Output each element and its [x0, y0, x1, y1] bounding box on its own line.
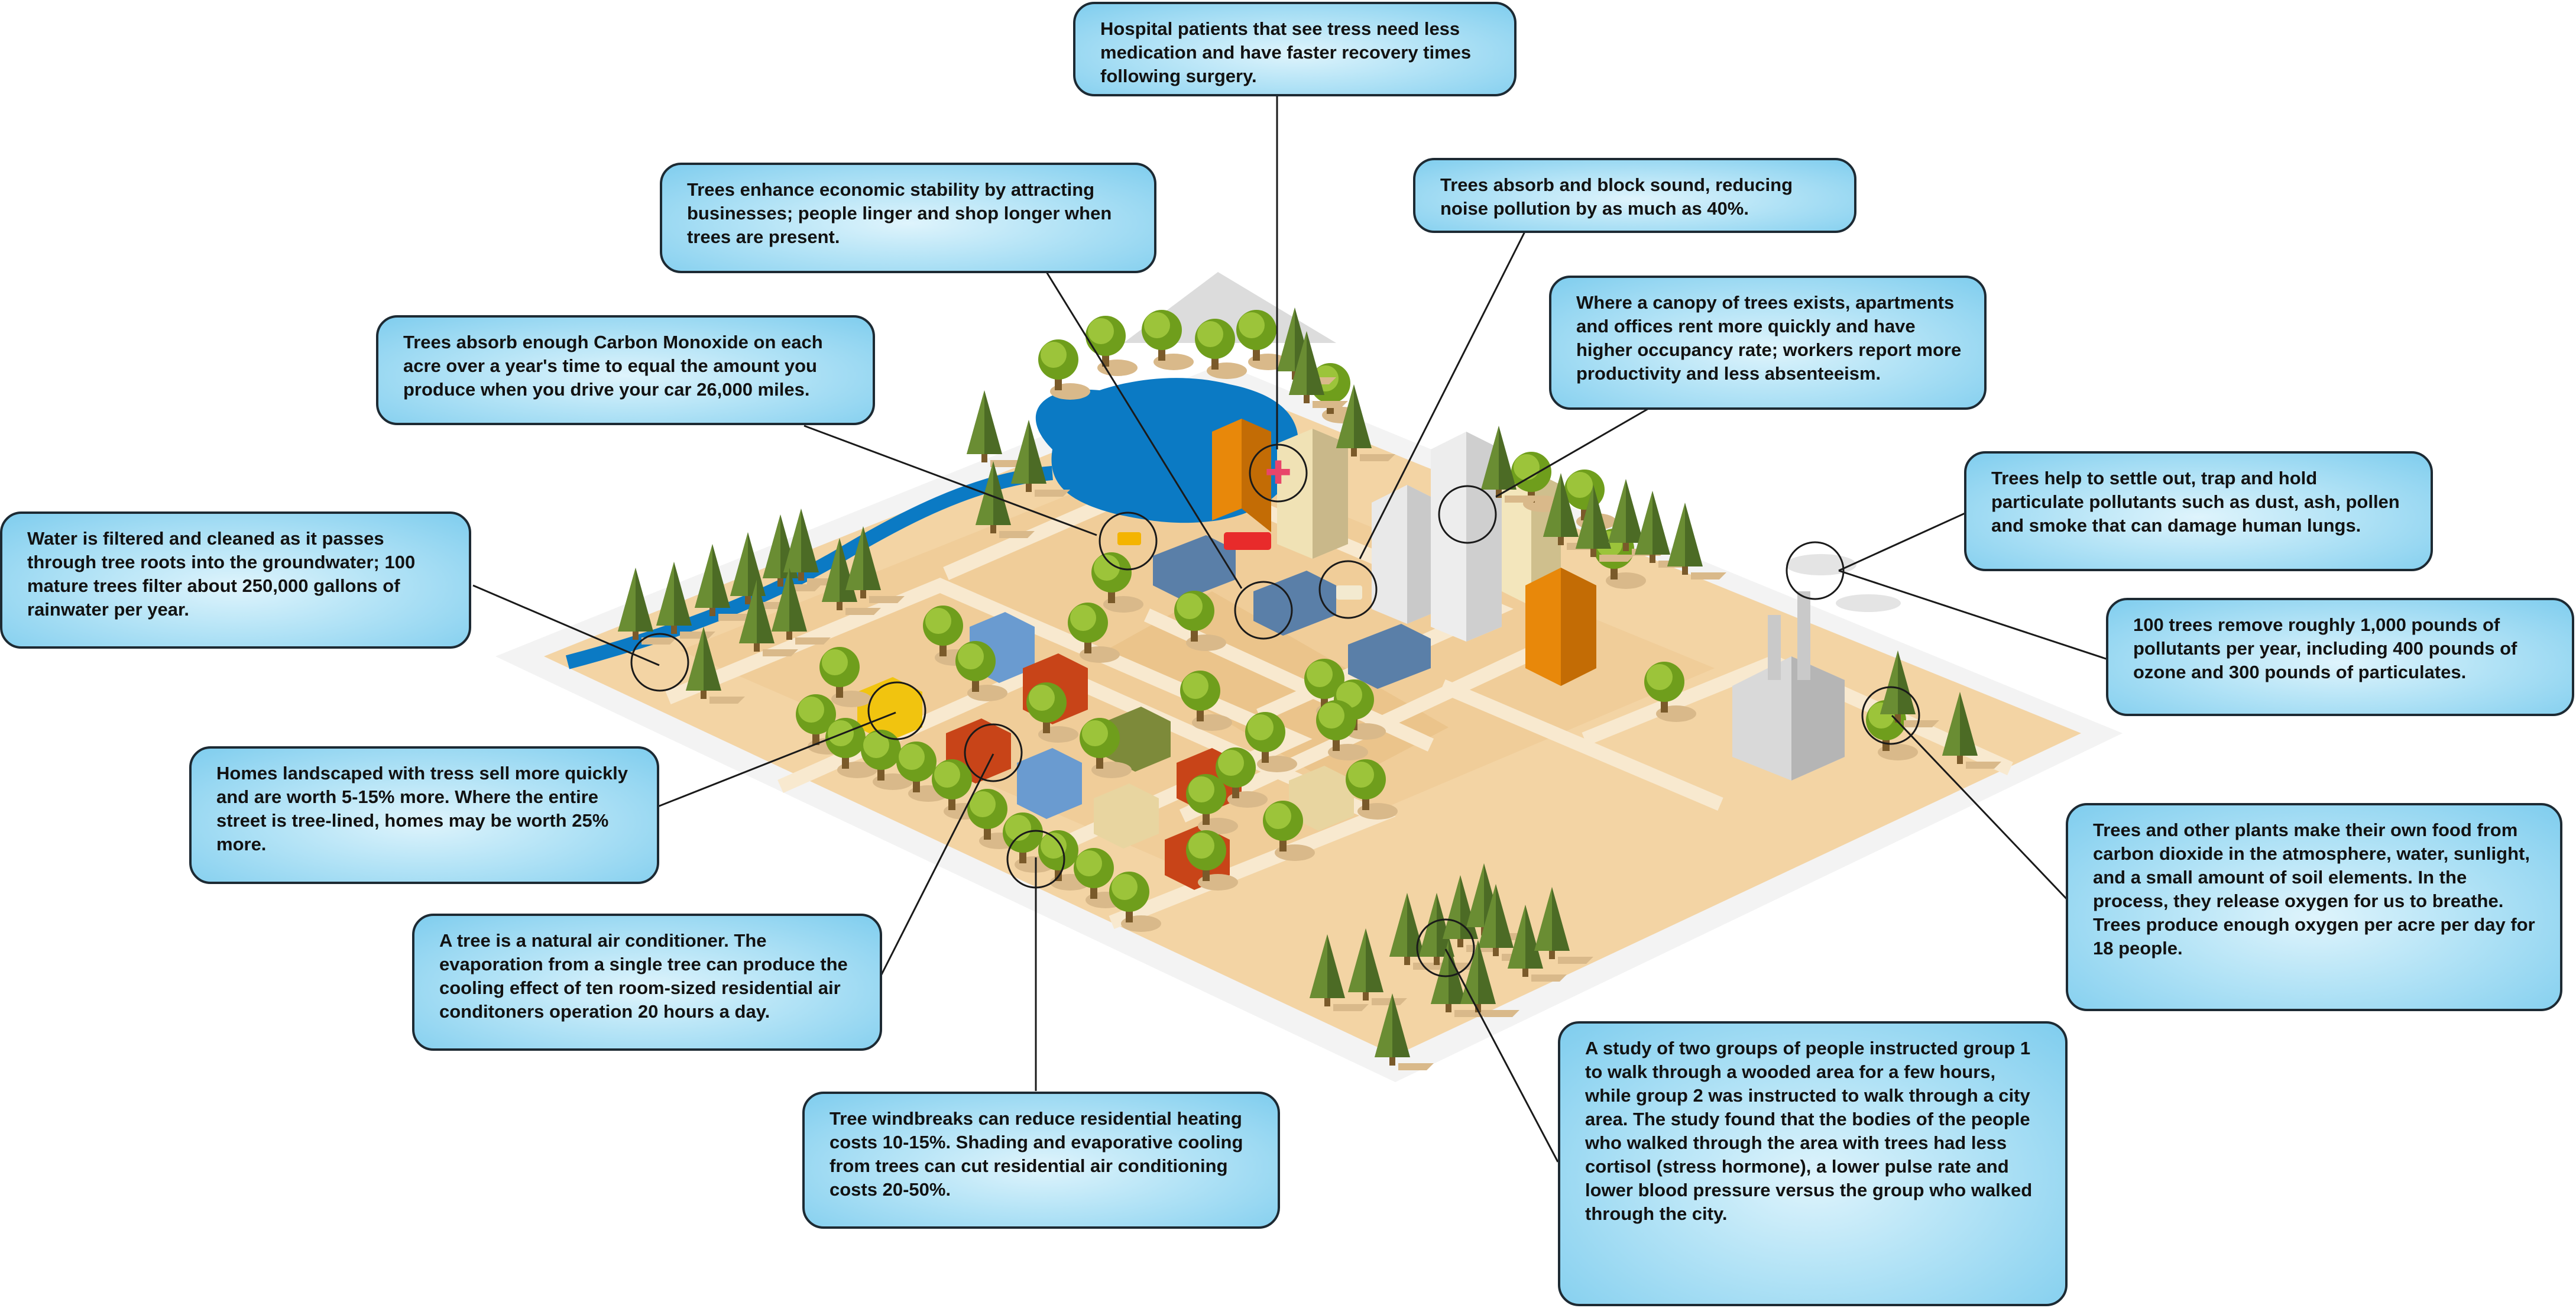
callout-homes: Homes landscaped with tress sell more qu…	[189, 746, 659, 884]
callout-canopy: Where a canopy of trees exists, apartmen…	[1549, 276, 1987, 410]
factory	[1732, 554, 1901, 781]
connector-lines	[472, 95, 2108, 1163]
callout-study: A study of two groups of people instruct…	[1558, 1021, 2068, 1306]
vehicles	[1117, 532, 1362, 600]
callout-noise: Trees absorb and block sound, reducing n…	[1413, 158, 1856, 233]
ground	[495, 364, 2123, 1082]
callout-pollutants: 100 trees remove roughly 1,000 pounds of…	[2106, 598, 2574, 716]
callout-windbreaks: Tree windbreaks can reduce residential h…	[802, 1092, 1280, 1229]
callout-particulate: Trees help to settle out, trap and hold …	[1964, 451, 2433, 571]
hospital-cross-icon: ✚	[1265, 454, 1291, 491]
callout-hospital: Hospital patients that see tress need le…	[1073, 2, 1517, 96]
highlight-circles	[630, 443, 1920, 977]
callout-economic: Trees enhance economic stability by attr…	[660, 163, 1156, 273]
callout-air-conditioner: A tree is a natural air conditioner. The…	[412, 914, 882, 1051]
callout-carbon-monoxide: Trees absorb enough Carbon Monoxide on e…	[376, 315, 875, 425]
callout-oxygen: Trees and other plants make their own fo…	[2066, 803, 2562, 1011]
callout-water: Water is filtered and cleaned as it pass…	[0, 511, 471, 649]
